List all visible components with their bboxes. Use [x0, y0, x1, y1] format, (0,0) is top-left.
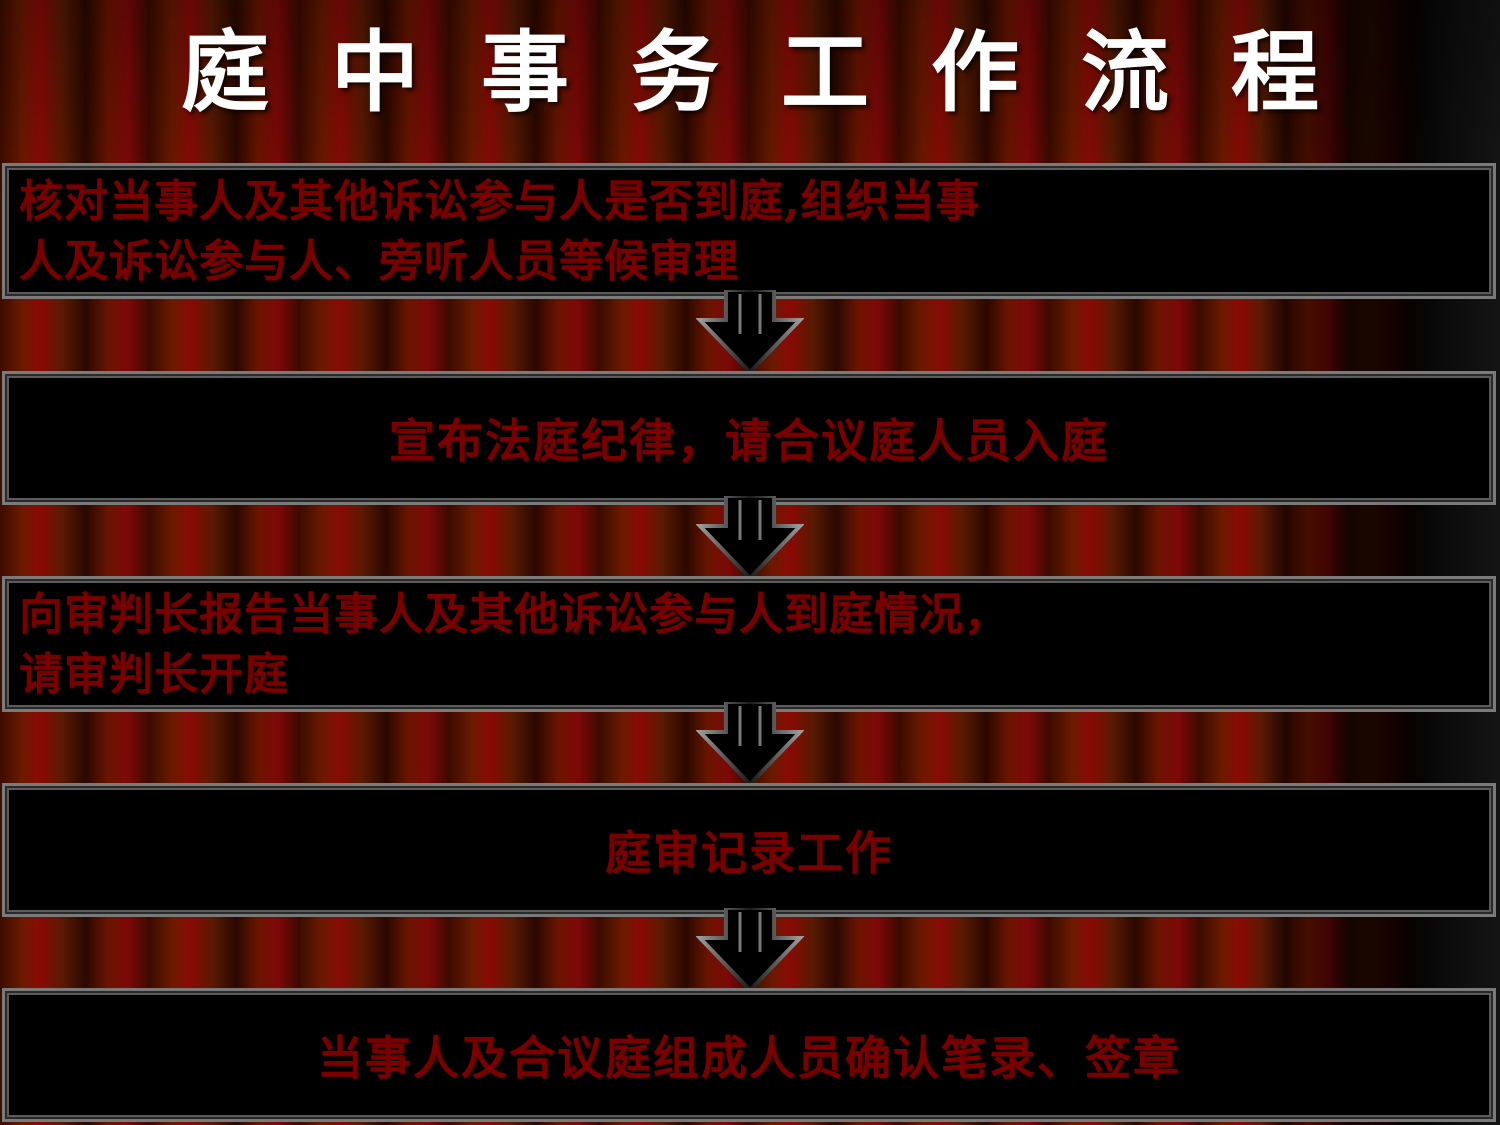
flow-step-2-label: 宣布法庭纪律，请合议庭人员入庭 [389, 414, 1109, 468]
page-title: 庭中事务工作流程 [180, 20, 1381, 124]
down-arrow-icon [696, 290, 804, 375]
flow-step-1-line-1: 核对当事人及其他诉讼参与人是否到庭,组织当事 [19, 176, 981, 227]
flow-step-2: 宣布法庭纪律，请合议庭人员入庭 [2, 371, 1496, 505]
down-arrow-icon [696, 496, 804, 581]
flow-step-5-label: 当事人及合议庭组成人员确认笔录、签章 [317, 1031, 1181, 1085]
down-arrow-icon [696, 908, 804, 993]
flow-step-3-line-2: 请审判长开庭 [19, 649, 289, 700]
flow-step-3-line-1: 向审判长报告当事人及其他诉讼参与人到庭情况， [19, 589, 1009, 640]
flow-step-3: 向审判长报告当事人及其他诉讼参与人到庭情况， 请审判长开庭 [2, 576, 1496, 712]
flow-step-4-label: 庭审记录工作 [605, 826, 893, 880]
flow-step-4: 庭审记录工作 [2, 783, 1496, 917]
flow-step-1-line-2: 人及诉讼参与人、旁听人员等候审理 [19, 236, 739, 287]
flow-step-1: 核对当事人及其他诉讼参与人是否到庭,组织当事 人及诉讼参与人、旁听人员等候审理 [2, 163, 1496, 299]
down-arrow-icon [696, 702, 804, 787]
flow-step-5: 当事人及合议庭组成人员确认笔录、签章 [2, 988, 1496, 1122]
